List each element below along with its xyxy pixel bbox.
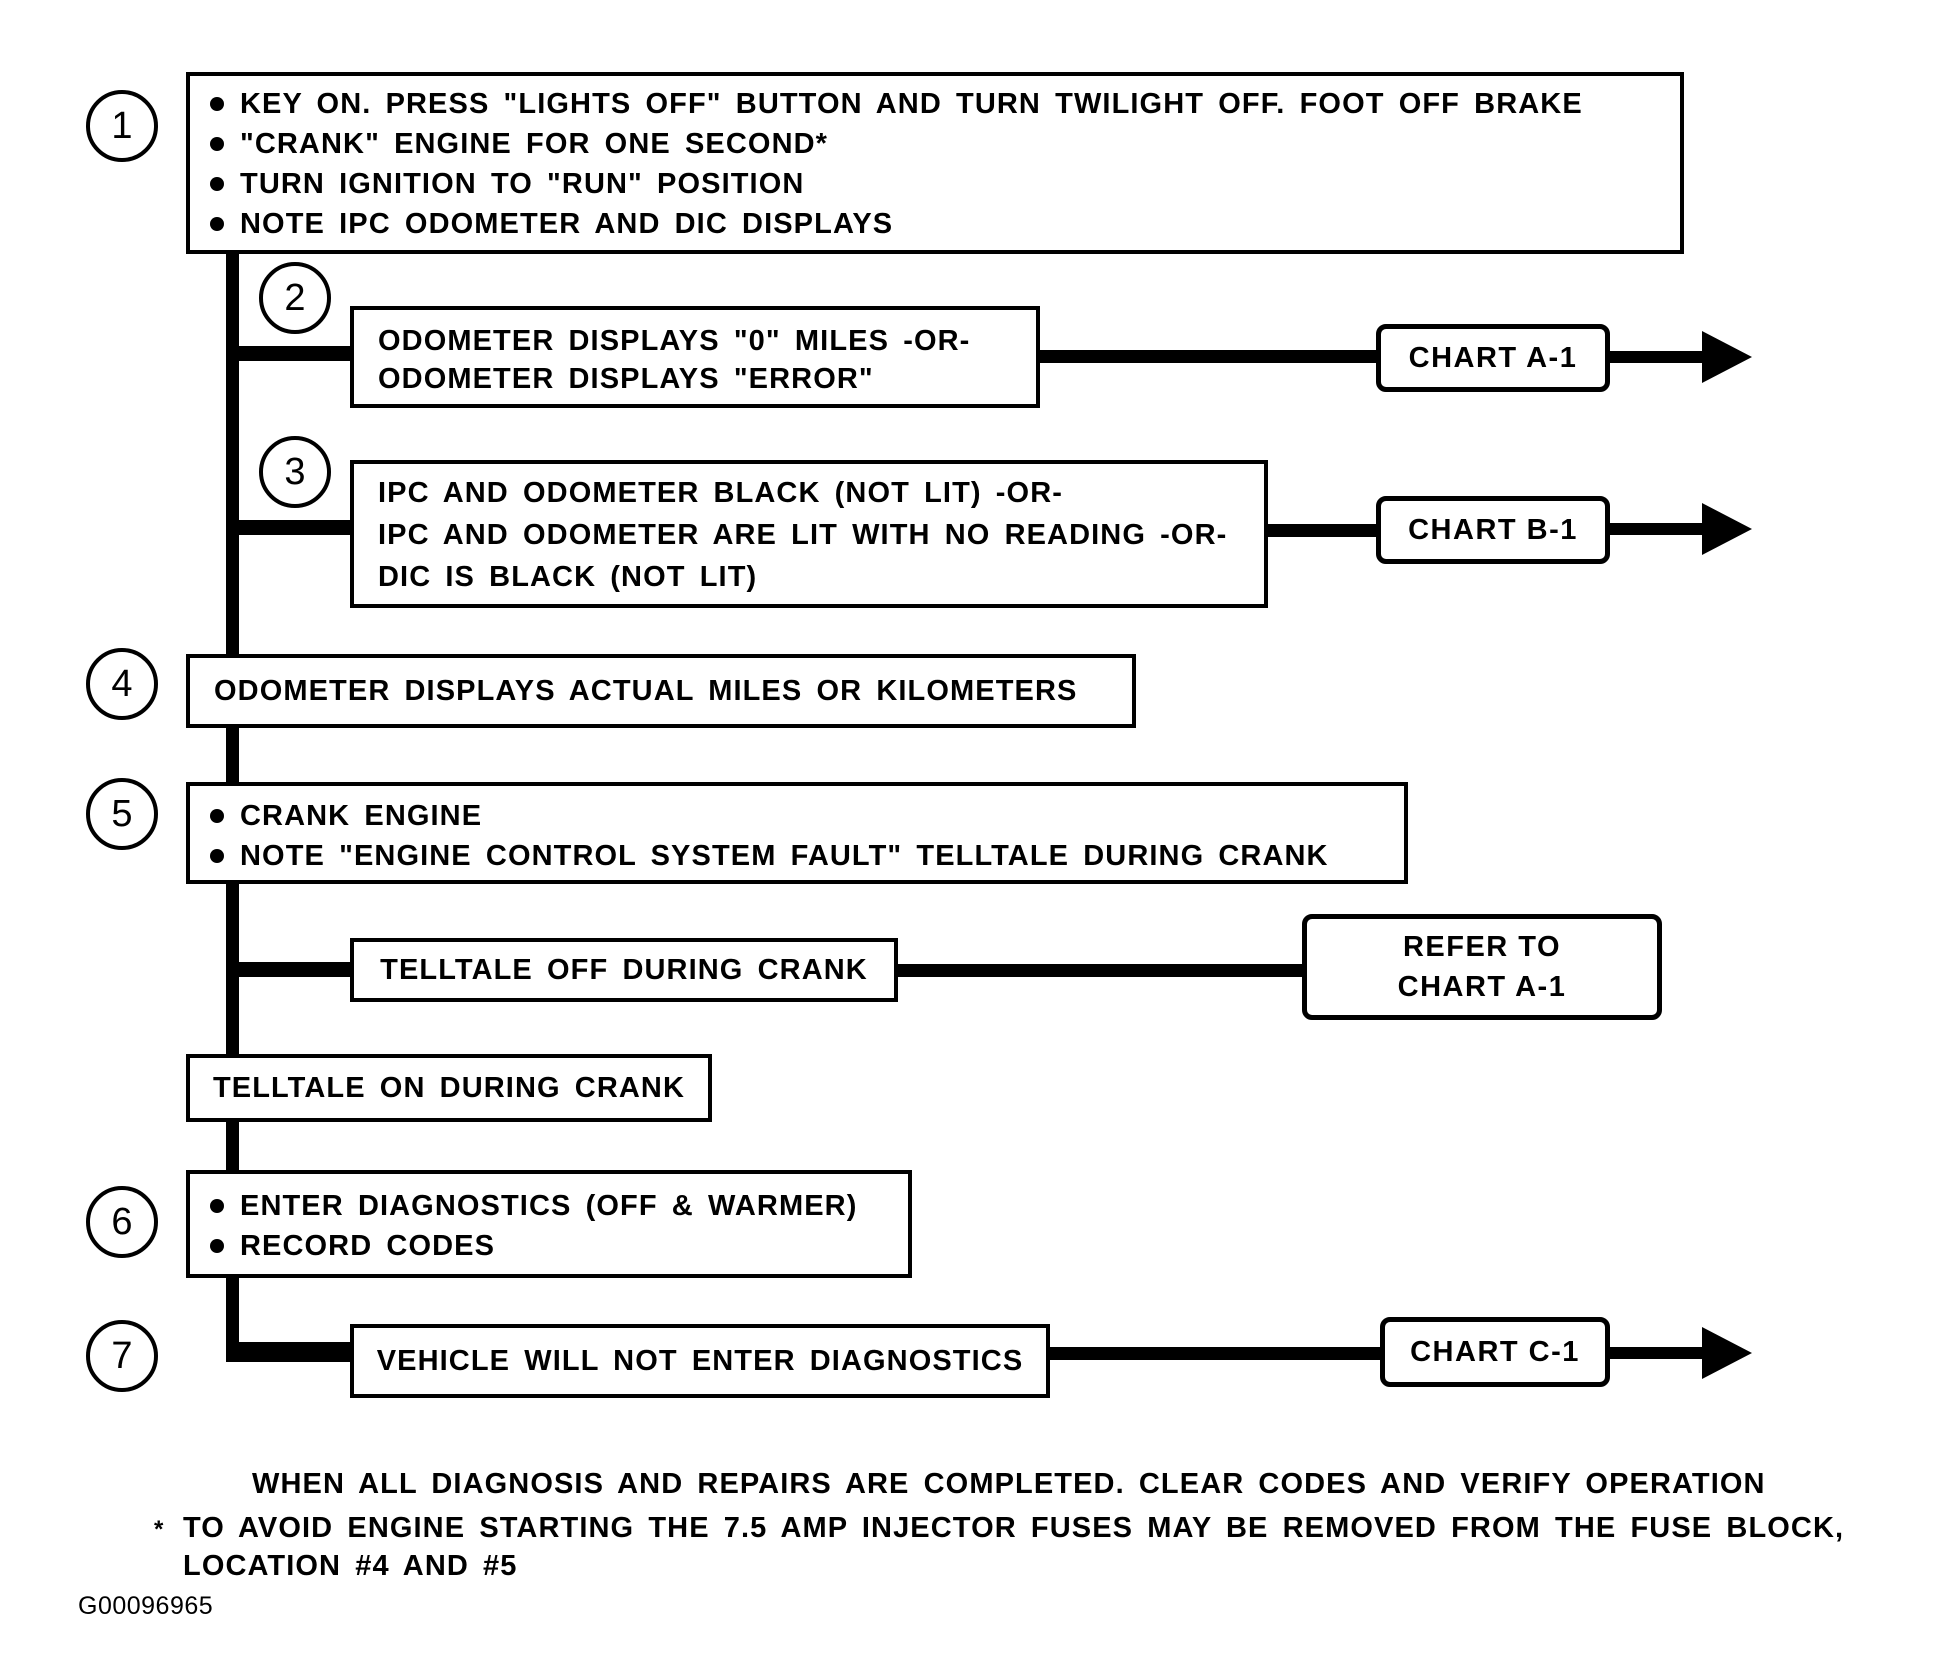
completion-note: WHEN ALL DIAGNOSIS AND REPAIRS ARE COMPL… bbox=[252, 1468, 1766, 1500]
step1-bullet-row: NOTE IPC ODOMETER AND DIC DISPLAYS bbox=[210, 204, 1680, 244]
step-number: 1 bbox=[111, 104, 133, 147]
connector-step3 bbox=[232, 520, 352, 535]
bullet-icon bbox=[210, 1199, 224, 1213]
bullet-icon bbox=[210, 1239, 224, 1253]
footnote-line-2: LOCATION #4 AND #5 bbox=[183, 1550, 518, 1582]
step3-line-1: IPC AND ODOMETER BLACK (NOT LIT) -OR- bbox=[378, 477, 1064, 509]
step5-bullet-row: NOTE "ENGINE CONTROL SYSTEM FAULT" TELLT… bbox=[210, 836, 1404, 876]
step3-box: IPC AND ODOMETER BLACK (NOT LIT) -OR- IP… bbox=[350, 460, 1268, 608]
step5-box: CRANK ENGINE NOTE "ENGINE CONTROL SYSTEM… bbox=[186, 782, 1408, 884]
step-circle-7: 7 bbox=[86, 1320, 158, 1392]
refer-line-1: REFER TO bbox=[1402, 931, 1562, 963]
step-number: 5 bbox=[111, 792, 133, 835]
step1-bullet-1: KEY ON. PRESS "LIGHTS OFF" BUTTON AND TU… bbox=[240, 88, 1583, 120]
step2-line-2: ODOMETER DISPLAYS "ERROR" bbox=[378, 363, 874, 395]
bullet-icon bbox=[210, 97, 224, 111]
connector-step3-to-chart bbox=[1268, 524, 1378, 537]
step4-box: ODOMETER DISPLAYS ACTUAL MILES OR KILOME… bbox=[186, 654, 1136, 728]
telltale-off-text: TELLTALE OFF DURING CRANK bbox=[380, 953, 868, 986]
arrow-line-a1 bbox=[1608, 351, 1706, 363]
arrow-right-icon bbox=[1702, 1327, 1752, 1379]
step5-bullet-2: NOTE "ENGINE CONTROL SYSTEM FAULT" TELLT… bbox=[240, 840, 1329, 872]
refer-line-2: CHART A-1 bbox=[1397, 971, 1567, 1003]
refer-chart-a1-box: REFER TO CHART A-1 bbox=[1302, 914, 1662, 1020]
connector-step7 bbox=[226, 1342, 354, 1362]
telltale-on-text: TELLTALE ON DURING CRANK bbox=[212, 1071, 686, 1104]
chart-a1-box: CHART A-1 bbox=[1376, 324, 1610, 392]
step1-bullet-2: "CRANK" ENGINE FOR ONE SECOND* bbox=[240, 128, 829, 160]
step-number: 3 bbox=[284, 450, 306, 493]
footnote-marker: * bbox=[154, 1516, 164, 1543]
step5-bullet-1: CRANK ENGINE bbox=[240, 800, 483, 832]
chart-b1-label: CHART B-1 bbox=[1408, 513, 1578, 546]
step1-bullet-row: "CRANK" ENGINE FOR ONE SECOND* bbox=[210, 124, 1680, 164]
step-number: 2 bbox=[284, 276, 306, 319]
step-circle-2: 2 bbox=[259, 262, 331, 334]
step7-text: VEHICLE WILL NOT ENTER DIAGNOSTICS bbox=[376, 1344, 1024, 1377]
step2-box: ODOMETER DISPLAYS "0" MILES -OR- ODOMETE… bbox=[350, 306, 1040, 408]
arrow-line-c1 bbox=[1608, 1347, 1706, 1359]
step-circle-3: 3 bbox=[259, 436, 331, 508]
step3-line-3: DIC IS BLACK (NOT LIT) bbox=[378, 561, 758, 593]
arrow-line-b1 bbox=[1608, 523, 1706, 535]
connector-telltale-off bbox=[232, 962, 352, 977]
step3-line-2: IPC AND ODOMETER ARE LIT WITH NO READING… bbox=[378, 519, 1228, 551]
connector-step7-to-chart bbox=[1050, 1347, 1382, 1360]
step6-bullet-2: RECORD CODES bbox=[240, 1230, 496, 1262]
step1-box: KEY ON. PRESS "LIGHTS OFF" BUTTON AND TU… bbox=[186, 72, 1684, 254]
chart-b1-box: CHART B-1 bbox=[1376, 496, 1610, 564]
step-number: 7 bbox=[111, 1334, 133, 1377]
step1-bullet-row: TURN IGNITION TO "RUN" POSITION bbox=[210, 164, 1680, 204]
telltale-on-box: TELLTALE ON DURING CRANK bbox=[186, 1054, 712, 1122]
step2-line-1: ODOMETER DISPLAYS "0" MILES -OR- bbox=[378, 325, 971, 357]
bullet-icon bbox=[210, 137, 224, 151]
bullet-icon bbox=[210, 849, 224, 863]
connector-step2-to-chart bbox=[1040, 350, 1378, 363]
step6-bullet-1: ENTER DIAGNOSTICS (OFF & WARMER) bbox=[240, 1190, 858, 1222]
step1-bullet-4: NOTE IPC ODOMETER AND DIC DISPLAYS bbox=[240, 208, 894, 240]
step-number: 6 bbox=[111, 1200, 133, 1243]
arrow-right-icon bbox=[1702, 331, 1752, 383]
step7-box: VEHICLE WILL NOT ENTER DIAGNOSTICS bbox=[350, 1324, 1050, 1398]
bullet-icon bbox=[210, 809, 224, 823]
step-circle-6: 6 bbox=[86, 1186, 158, 1258]
connector-telltale-off-to-refer bbox=[898, 964, 1304, 977]
connector-step2 bbox=[232, 346, 352, 361]
step6-bullet-row: RECORD CODES bbox=[210, 1226, 908, 1266]
step1-bullet-row: KEY ON. PRESS "LIGHTS OFF" BUTTON AND TU… bbox=[210, 84, 1680, 124]
bullet-icon bbox=[210, 217, 224, 231]
arrow-right-icon bbox=[1702, 503, 1752, 555]
step6-bullet-row: ENTER DIAGNOSTICS (OFF & WARMER) bbox=[210, 1186, 908, 1226]
step-circle-4: 4 bbox=[86, 648, 158, 720]
step1-bullet-3: TURN IGNITION TO "RUN" POSITION bbox=[240, 168, 805, 200]
chart-c1-label: CHART C-1 bbox=[1410, 1335, 1580, 1368]
step-circle-5: 5 bbox=[86, 778, 158, 850]
footnote-line-1: TO AVOID ENGINE STARTING THE 7.5 AMP INJ… bbox=[183, 1512, 1845, 1544]
chart-c1-box: CHART C-1 bbox=[1380, 1317, 1610, 1387]
chart-a1-label: CHART A-1 bbox=[1408, 341, 1578, 374]
telltale-off-box: TELLTALE OFF DURING CRANK bbox=[350, 938, 898, 1002]
bullet-icon bbox=[210, 177, 224, 191]
figure-id: G00096965 bbox=[78, 1592, 214, 1620]
step5-bullet-row: CRANK ENGINE bbox=[210, 796, 1404, 836]
step4-text: ODOMETER DISPLAYS ACTUAL MILES OR KILOME… bbox=[214, 674, 1078, 707]
step-circle-1: 1 bbox=[86, 90, 158, 162]
step6-box: ENTER DIAGNOSTICS (OFF & WARMER) RECORD … bbox=[186, 1170, 912, 1278]
step-number: 4 bbox=[111, 662, 133, 705]
